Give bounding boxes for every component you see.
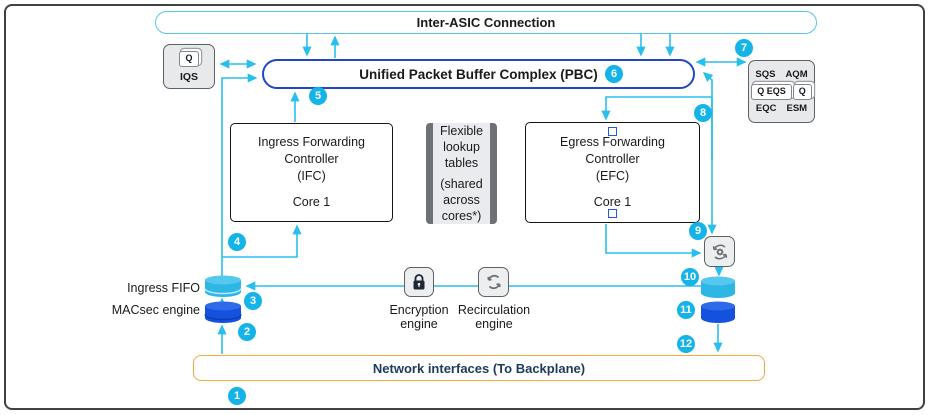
macsec-engine-cylinder (204, 301, 242, 323)
recirculation-processing-box (704, 236, 735, 267)
recirculation-engine-box (478, 267, 509, 297)
macsec-engine-label: MACsec engine (111, 303, 200, 317)
wire-efc-bottom-to-recirc-icon (605, 224, 702, 258)
encryption-engine-label-line: Encryption (389, 303, 449, 317)
ingress-fifo-label: Ingress FIFO (127, 281, 200, 295)
egress-fifo-cylinder (701, 276, 735, 298)
queue-card-icon: Q (792, 83, 812, 100)
network-interfaces-bar: Network interfaces (To Backplane) (193, 355, 765, 381)
ifc-title-line: Controller (284, 152, 339, 166)
lookup-title-line: Flexible (439, 124, 484, 138)
wire-right-riser-branch-to-efc (601, 96, 712, 121)
step-badge-1: 1 (228, 387, 246, 405)
circular-arrows-icon (486, 274, 501, 290)
iqs-block: Q IQS (163, 44, 215, 89)
iqs-label: IQS (179, 70, 199, 83)
ingress-forwarding-controller: Ingress Forwarding Controller (IFC) Core… (230, 123, 393, 222)
step-badge-6: 6 (605, 65, 623, 83)
encryption-engine-label-line: engine (400, 317, 438, 331)
step-badge-4: 4 (228, 233, 246, 251)
queue-card-icon: Q (179, 50, 199, 67)
lock-icon (413, 274, 425, 290)
inter-asic-connection-label: Inter-ASIC Connection (416, 15, 556, 30)
egress-queue-top-row: SQS AQM (755, 70, 807, 80)
sqs-label: SQS (755, 69, 776, 80)
aqm-label: AQM (785, 69, 808, 80)
esm-label: ESM (786, 102, 808, 114)
gear-recirculation-icon (712, 244, 727, 259)
lookup-sub-line: (shared (440, 177, 483, 191)
step-badge-8: 8 (694, 104, 712, 122)
step-badge-11: 11 (677, 301, 695, 319)
ifc-core-label: Core 1 (292, 195, 331, 209)
ifc-title-line: Ingress Forwarding (258, 135, 365, 149)
lookup-title-line: lookup (443, 140, 480, 154)
step-badge-7: 7 (735, 39, 753, 57)
queue-card-icon: Q EQS (751, 83, 792, 100)
recirculation-engine-label-line: engine (475, 317, 513, 331)
step-badge-10: 10 (681, 268, 699, 286)
packet-buffer-complex: Unified Packet Buffer Complex (PBC) (262, 59, 695, 89)
eqc-label: EQC (755, 102, 777, 114)
wire-riser-branch-to-ifc (222, 224, 302, 258)
recirculation-engine-label-line: Recirculation (457, 303, 531, 317)
inter-asic-connection-bus: Inter-ASIC Connection (155, 11, 817, 34)
efc-title-line: (EFC) (595, 169, 630, 183)
ifc-title-line: (IFC) (297, 169, 326, 183)
step-badge-12: 12 (677, 335, 695, 353)
egress-queue-bottom-row: EQC ESM (755, 102, 808, 114)
encryption-engine-box (404, 267, 434, 297)
step-badge-9: 9 (689, 222, 707, 240)
egress-queue-block: SQS AQM Q EQS Q EQC ESM (748, 60, 815, 123)
lookup-sub-line: across (443, 193, 480, 207)
step-badge-3: 3 (244, 292, 262, 310)
lookup-sub-line: cores*) (441, 209, 482, 223)
pbc-label: Unified Packet Buffer Complex (PBC) (359, 66, 598, 82)
lookup-title-line: tables (444, 156, 479, 170)
egress-macsec-cylinder (701, 301, 735, 323)
encryption-engine-label: Encryption engine (374, 303, 464, 331)
wire-fifo-riser-to-pbc (221, 73, 258, 277)
efc-top-port-icon (608, 127, 617, 136)
efc-title-line: Egress Forwarding (560, 135, 665, 149)
network-interfaces-label: Network interfaces (To Backplane) (372, 360, 586, 376)
recirculation-engine-label: Recirculation engine (448, 303, 540, 331)
step-badge-2: 2 (238, 323, 256, 341)
efc-title-line: Controller (585, 152, 640, 166)
step-badge-5: 5 (309, 87, 327, 105)
egress-forwarding-controller: Egress Forwarding Controller (EFC) Core … (525, 122, 700, 223)
egress-queue-cards: Q EQS Q (751, 83, 812, 100)
efc-core-label: Core 1 (593, 195, 632, 209)
ingress-fifo-cylinder (204, 275, 242, 297)
flexible-lookup-tables: Flexible lookup tables (shared across co… (426, 123, 497, 224)
efc-bottom-port-icon (608, 209, 617, 218)
